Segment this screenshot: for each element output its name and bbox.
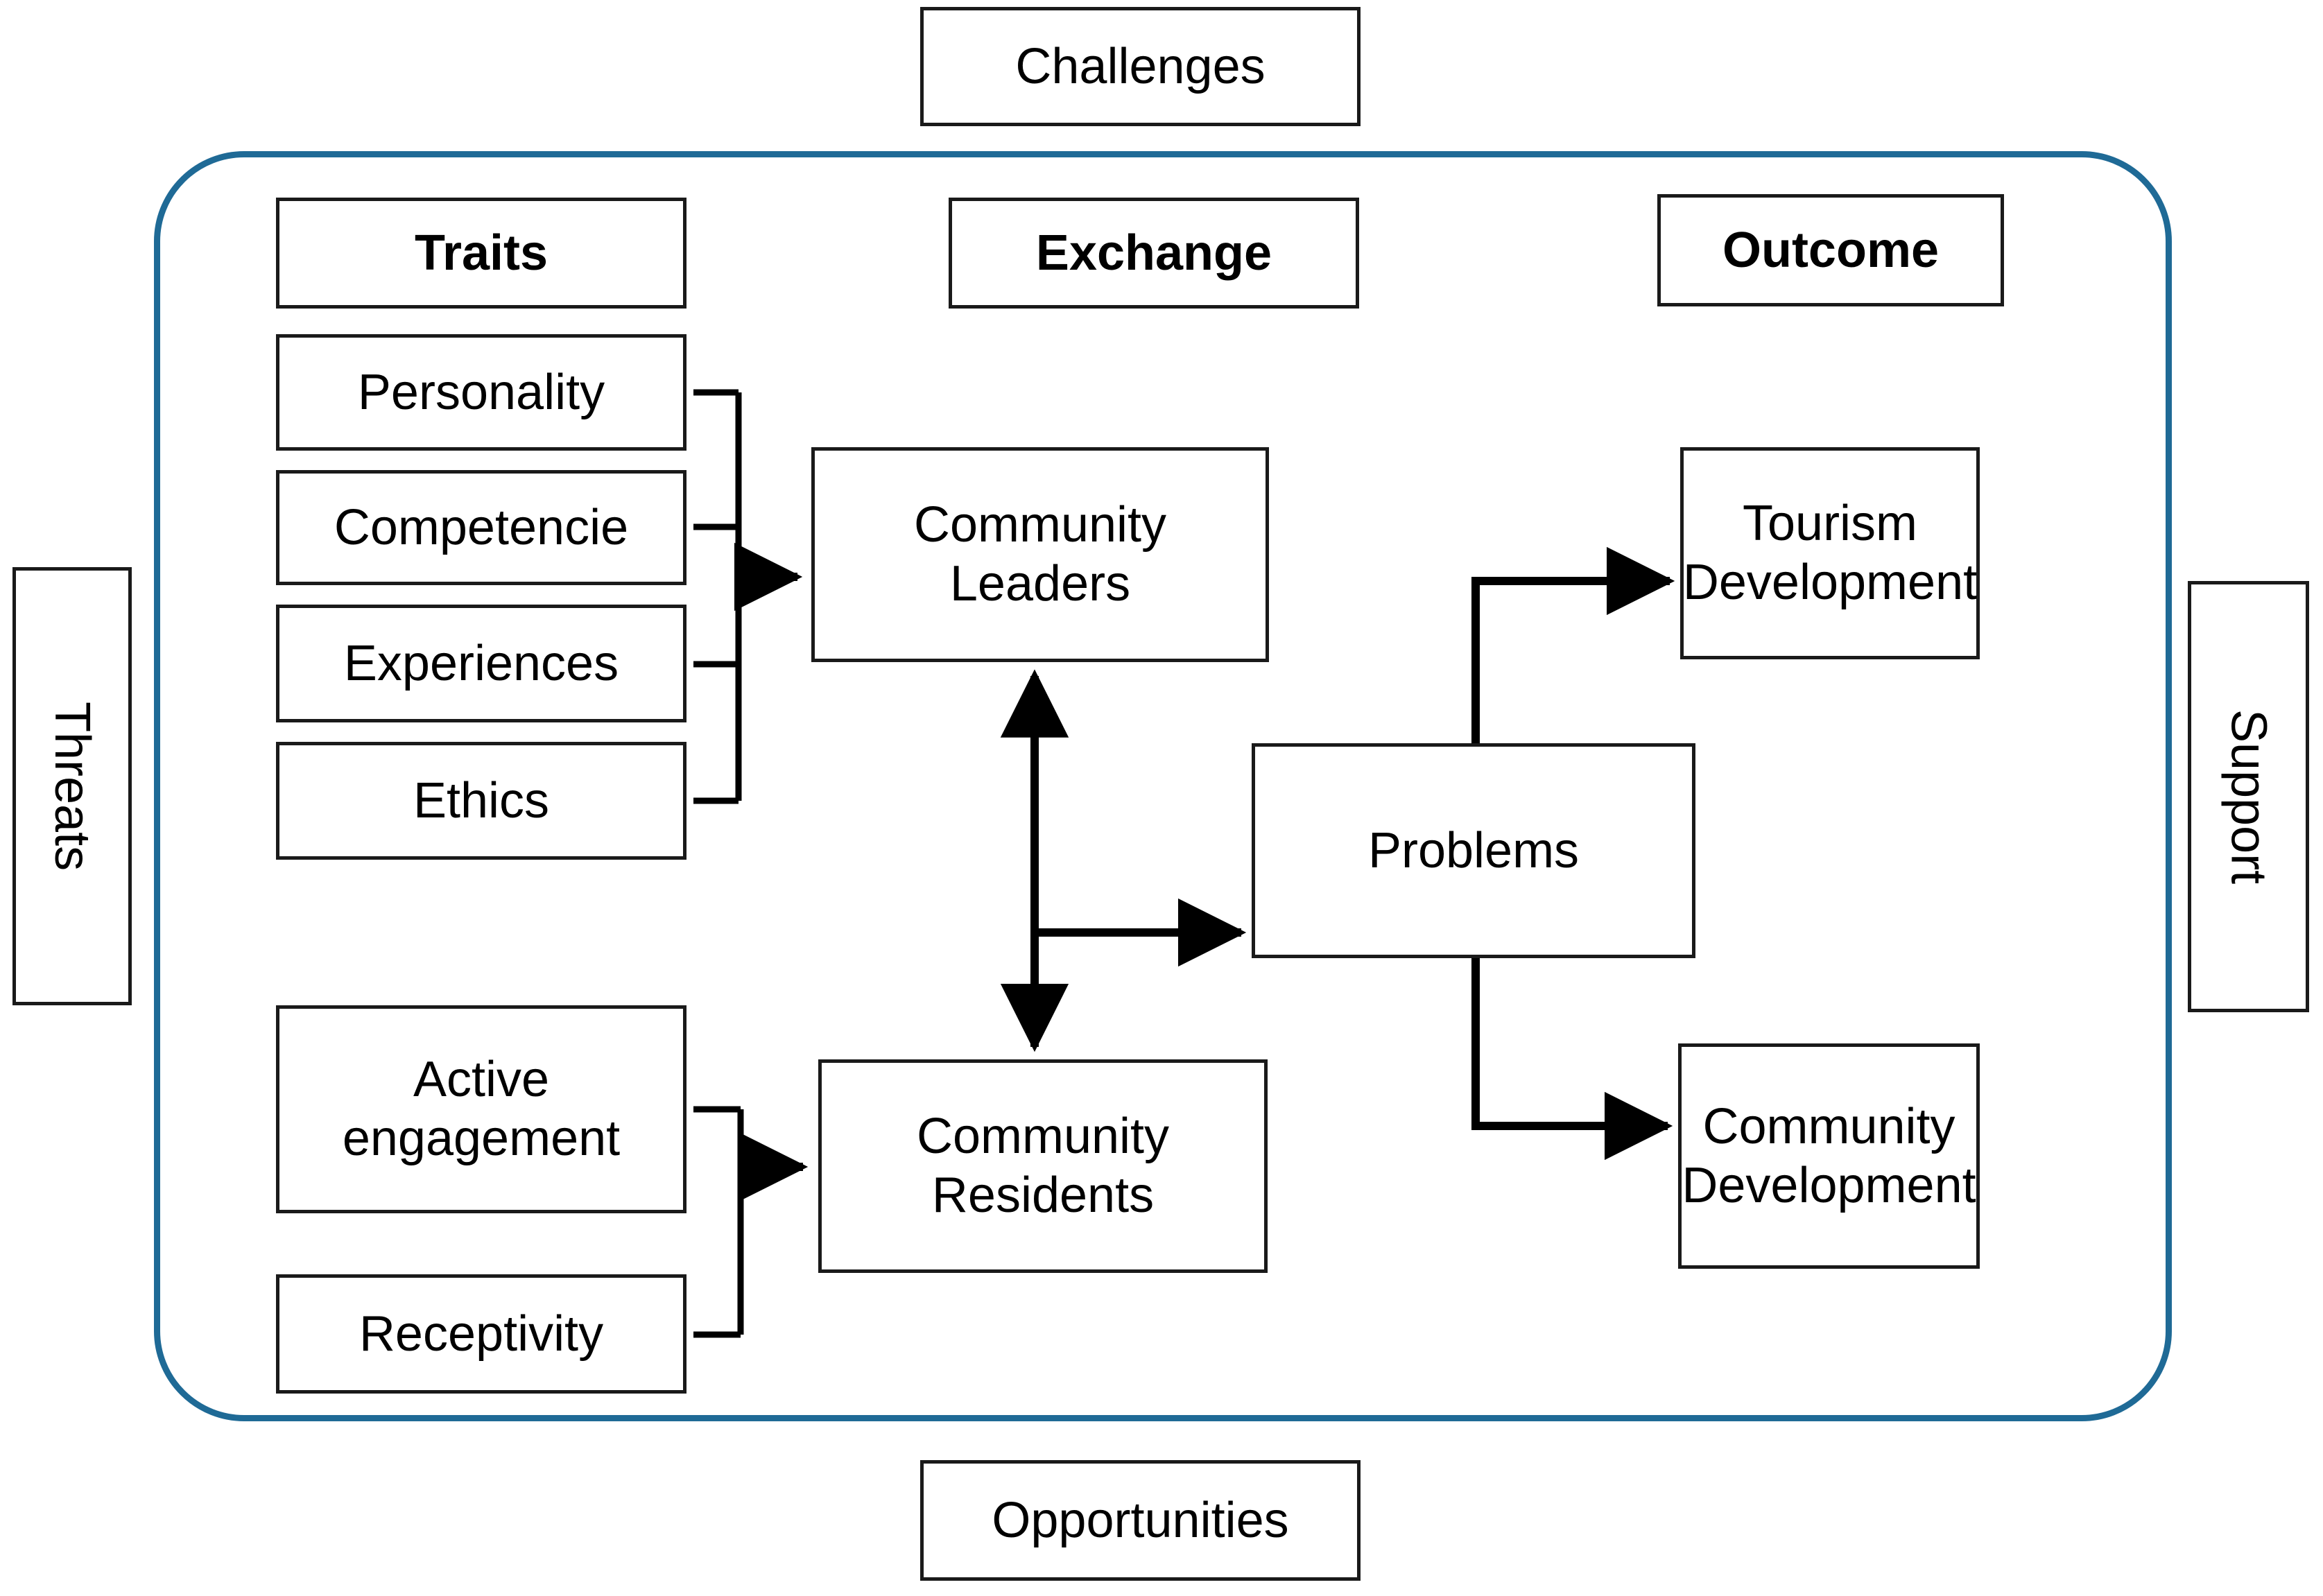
blue-boundary-frame [154,151,2172,1421]
context-box-opportunities[interactable]: Opportunities [920,1460,1361,1581]
outcome-node-tourism-development[interactable]: Tourism Development [1680,447,1980,659]
exchange-node-problems[interactable]: Problems [1252,743,1695,958]
trait-box-competencie[interactable]: Competencie [276,470,686,585]
column-header-outcome: Outcome [1657,194,2004,306]
context-box-threats[interactable]: Threats [12,567,132,1005]
trait-box-experiences[interactable]: Experiences [276,605,686,722]
exchange-node-community-leaders[interactable]: Community Leaders [811,447,1269,662]
exchange-node-community-residents[interactable]: Community Residents [818,1059,1268,1273]
trait-box-personality[interactable]: Personality [276,334,686,451]
column-header-traits: Traits [276,198,686,309]
trait-box-ethics[interactable]: Ethics [276,742,686,860]
outcome-node-community-development[interactable]: Community Development [1678,1043,1980,1269]
context-box-support[interactable]: Support [2188,581,2309,1012]
trait-box-active-engagement[interactable]: Active engagement [276,1005,686,1213]
trait-box-receptivity[interactable]: Receptivity [276,1274,686,1394]
context-box-challenges[interactable]: Challenges [920,7,1361,126]
column-header-exchange: Exchange [949,198,1359,309]
